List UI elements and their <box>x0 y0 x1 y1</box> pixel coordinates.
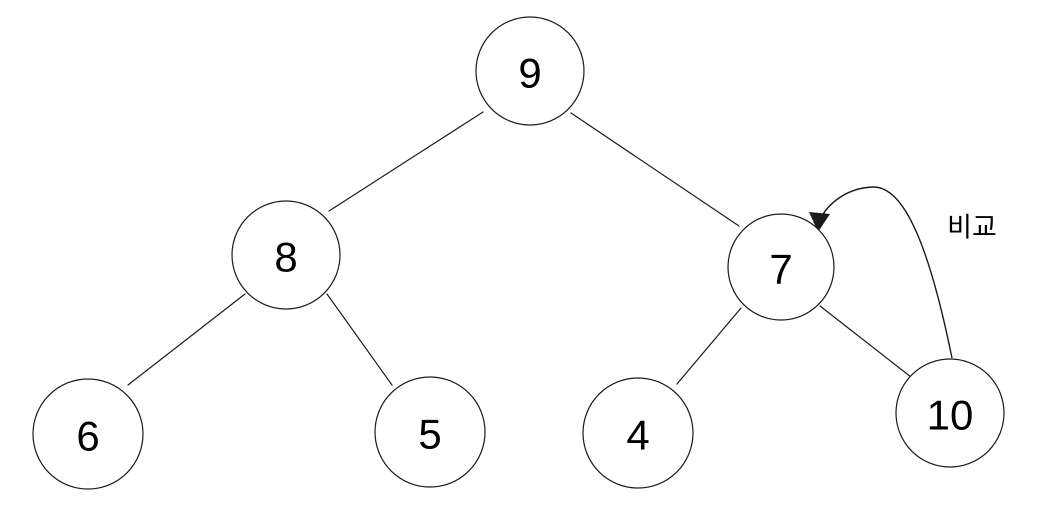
tree-node-5[interactable]: 5 <box>374 376 486 488</box>
compare-arrow-group <box>809 186 953 359</box>
tree-node-8[interactable]: 8 <box>231 200 341 310</box>
node-label: 10 <box>927 392 974 439</box>
node-label: 9 <box>518 50 541 97</box>
node-label: 5 <box>418 411 441 458</box>
node-circle <box>475 16 585 126</box>
node-circle <box>727 213 835 321</box>
compare-arrowhead-icon <box>809 212 830 232</box>
node-circle <box>32 378 144 490</box>
tree-node-4[interactable]: 4 <box>582 377 694 489</box>
node-label: 7 <box>769 246 792 293</box>
node-circle <box>895 358 1005 468</box>
edge-8-to-5 <box>326 293 393 386</box>
tree-node-6[interactable]: 6 <box>32 378 144 490</box>
node-circle <box>231 200 341 310</box>
node-circle <box>374 376 486 488</box>
compare-arc-path <box>817 186 953 359</box>
node-group: 9 8 7 6 5 4 <box>32 16 1005 490</box>
node-label: 4 <box>626 412 649 459</box>
tree-node-7[interactable]: 7 <box>727 213 835 321</box>
edge-group <box>127 111 912 386</box>
edge-9-to-7 <box>570 112 740 227</box>
node-circle <box>582 377 694 489</box>
node-label: 8 <box>274 234 297 281</box>
edge-7-to-4 <box>676 307 742 385</box>
compare-annotation-label: 비교 <box>947 213 997 244</box>
edge-7-to-10 <box>819 305 912 378</box>
edge-8-to-6 <box>127 293 246 386</box>
tree-node-9[interactable]: 9 <box>475 16 585 126</box>
tree-node-10[interactable]: 10 <box>895 358 1005 468</box>
node-label: 6 <box>76 413 99 460</box>
edge-9-to-8 <box>328 111 484 212</box>
